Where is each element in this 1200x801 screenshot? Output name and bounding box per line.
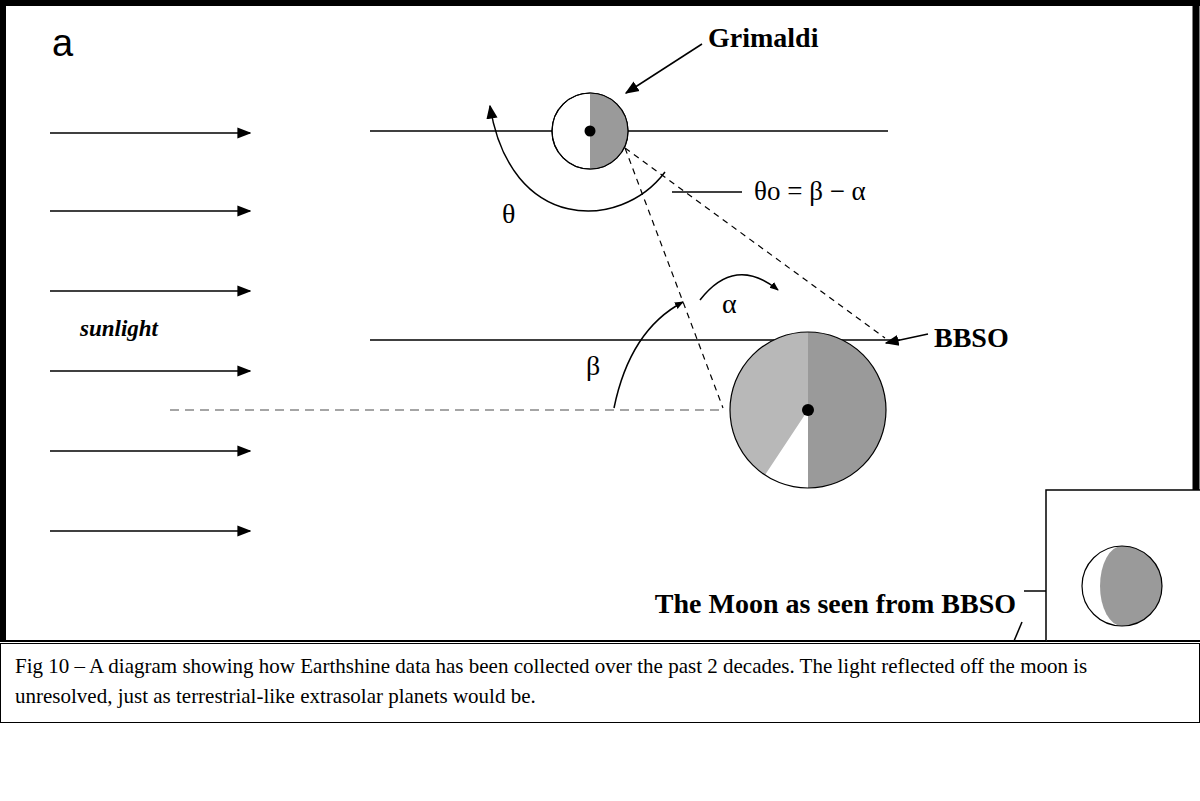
angle-formula: θo = β − α (754, 176, 866, 207)
bbso-pointer (886, 334, 928, 343)
caption-box: Fig 10 – A diagram showing how Earthshin… (0, 643, 1200, 723)
moon-label: Grimaldi (708, 22, 818, 54)
moon-axis-line (370, 130, 888, 132)
angle-arcs (490, 106, 778, 408)
moon-figure (552, 93, 628, 169)
inset-panel (1014, 490, 1200, 641)
earth-sun-line (170, 409, 722, 411)
inset-label: The Moon as seen from BBSO (655, 588, 1016, 620)
observatory-label: BBSO (934, 322, 1009, 354)
panel-letter: a (52, 22, 73, 66)
figure-frame (0, 0, 1200, 641)
earth-figure (730, 332, 886, 488)
grimaldi-pointer (626, 44, 702, 93)
sunlight-arrows (50, 133, 250, 531)
figure-caption: Fig 10 – A diagram showing how Earthshin… (15, 652, 1185, 712)
sunlight-label: sunlight (80, 316, 158, 342)
angle-label: β (586, 350, 600, 382)
angle-label: α (722, 288, 737, 320)
angle-label: θ (502, 198, 515, 230)
